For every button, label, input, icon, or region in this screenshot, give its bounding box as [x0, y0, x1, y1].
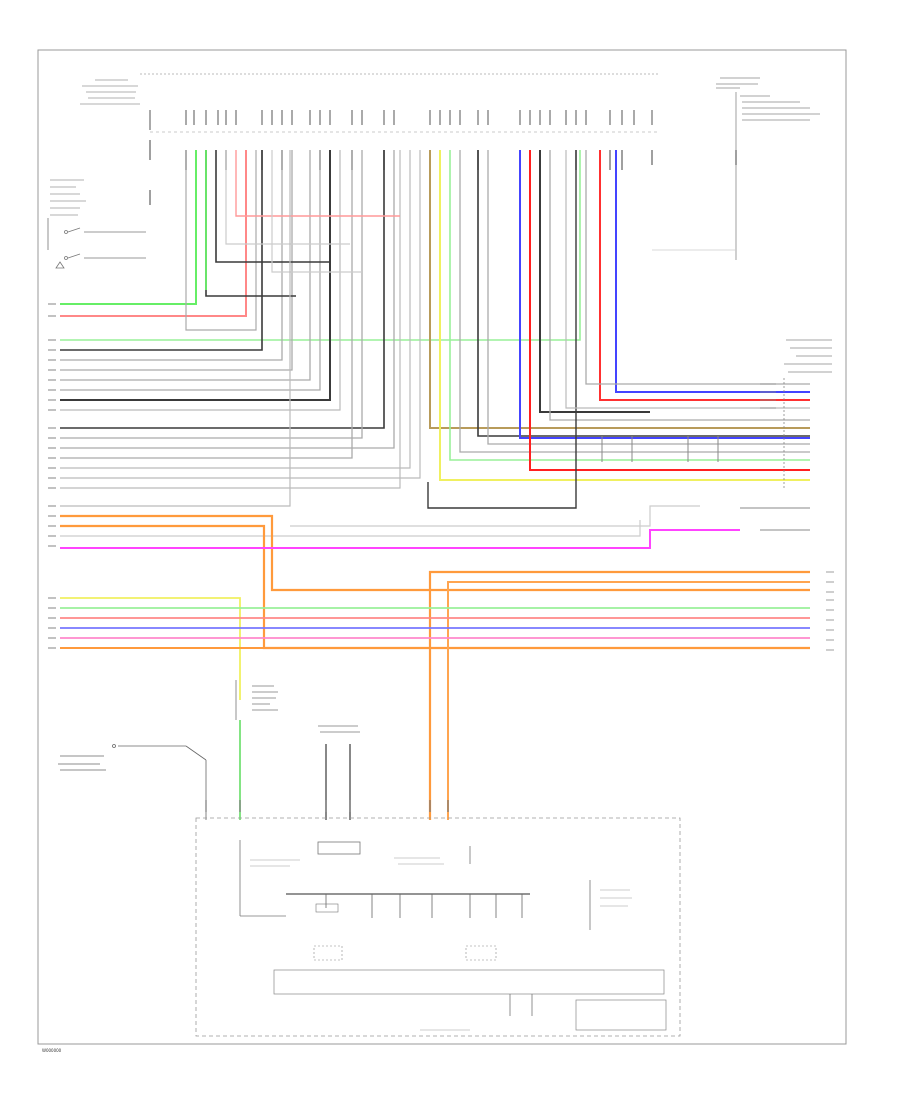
wire-pink-1 — [60, 150, 247, 317]
wire-magenta — [60, 529, 740, 549]
wire-gray-mid2 — [487, 150, 810, 445]
wire-gray-8 — [60, 150, 353, 459]
wire-gray-9 — [60, 150, 411, 469]
wire-gray-long-3 — [60, 520, 641, 537]
wire-gray-long-2 — [290, 505, 700, 527]
wire-orange-2 — [60, 524, 810, 650]
wire-gray-5 — [60, 150, 341, 411]
instrument-cluster-box — [195, 817, 681, 1037]
center-sensor-component — [318, 725, 360, 820]
wire-black-far — [427, 150, 577, 509]
wire-gray-7 — [60, 150, 395, 449]
top-wire-labels — [149, 140, 737, 205]
wire-black-right — [539, 150, 650, 413]
wire-tan — [429, 150, 810, 429]
wire-black-loop — [185, 150, 257, 331]
wire-gray-11 — [60, 150, 401, 489]
wire-gray-4 — [60, 150, 321, 391]
wire-yellow-2 — [60, 597, 241, 700]
wire-blue-2 — [615, 150, 810, 393]
wire-green-1 — [60, 150, 197, 305]
wire-gray-h4 — [271, 150, 362, 273]
wire-black-mid — [477, 150, 810, 437]
top-left-component-label — [80, 79, 140, 105]
top-right-component — [652, 77, 820, 260]
wire-gray-far — [585, 150, 810, 385]
right-connector-upper — [760, 339, 832, 490]
left-switch-group — [47, 218, 146, 269]
wire-orange-4 — [447, 581, 810, 820]
wire-gray-mid — [459, 150, 810, 453]
wire-black-1 — [60, 150, 263, 351]
wire-gray-h3 — [225, 150, 350, 245]
lower-wire-harness — [60, 570, 810, 820]
diagram-frame — [37, 49, 847, 1045]
footer-code: W000000 — [42, 1048, 62, 1053]
left-connector-pin-ticks — [48, 303, 56, 649]
middle-wire-harness — [60, 150, 810, 650]
wire-gray-right — [549, 150, 810, 421]
wire-gray-1 — [60, 150, 283, 361]
wire-black-3 — [60, 150, 385, 429]
left-lower-switch — [58, 744, 207, 820]
right-lower-pin-ticks — [826, 571, 834, 651]
module-wire-terminals — [205, 800, 449, 812]
upper-wire-harness — [60, 150, 810, 509]
wire-pink-drop — [235, 150, 400, 217]
wire-gray-far2 — [565, 150, 810, 409]
wire-yellow — [439, 150, 810, 481]
wire-gray-3 — [60, 150, 311, 381]
left-switch-label — [50, 179, 86, 216]
wire-orange-3 — [428, 570, 810, 820]
wire-gray-long-1 — [60, 150, 291, 507]
wire-red-2 — [599, 150, 810, 401]
wire-red-1 — [529, 150, 810, 471]
wire-gray-6 — [60, 150, 363, 439]
wire-green-mid — [449, 150, 810, 461]
wire-black-h1 — [215, 150, 330, 263]
wire-blue-1 — [519, 150, 810, 439]
wire-orange-1 — [60, 514, 810, 592]
wire-gray-10 — [60, 150, 421, 479]
top-connector-pins — [149, 110, 653, 130]
wire-gray-2 — [60, 150, 293, 371]
wire-black-2 — [60, 150, 331, 401]
sensor-component — [235, 680, 278, 820]
wire-lightgreen-long — [60, 150, 581, 341]
